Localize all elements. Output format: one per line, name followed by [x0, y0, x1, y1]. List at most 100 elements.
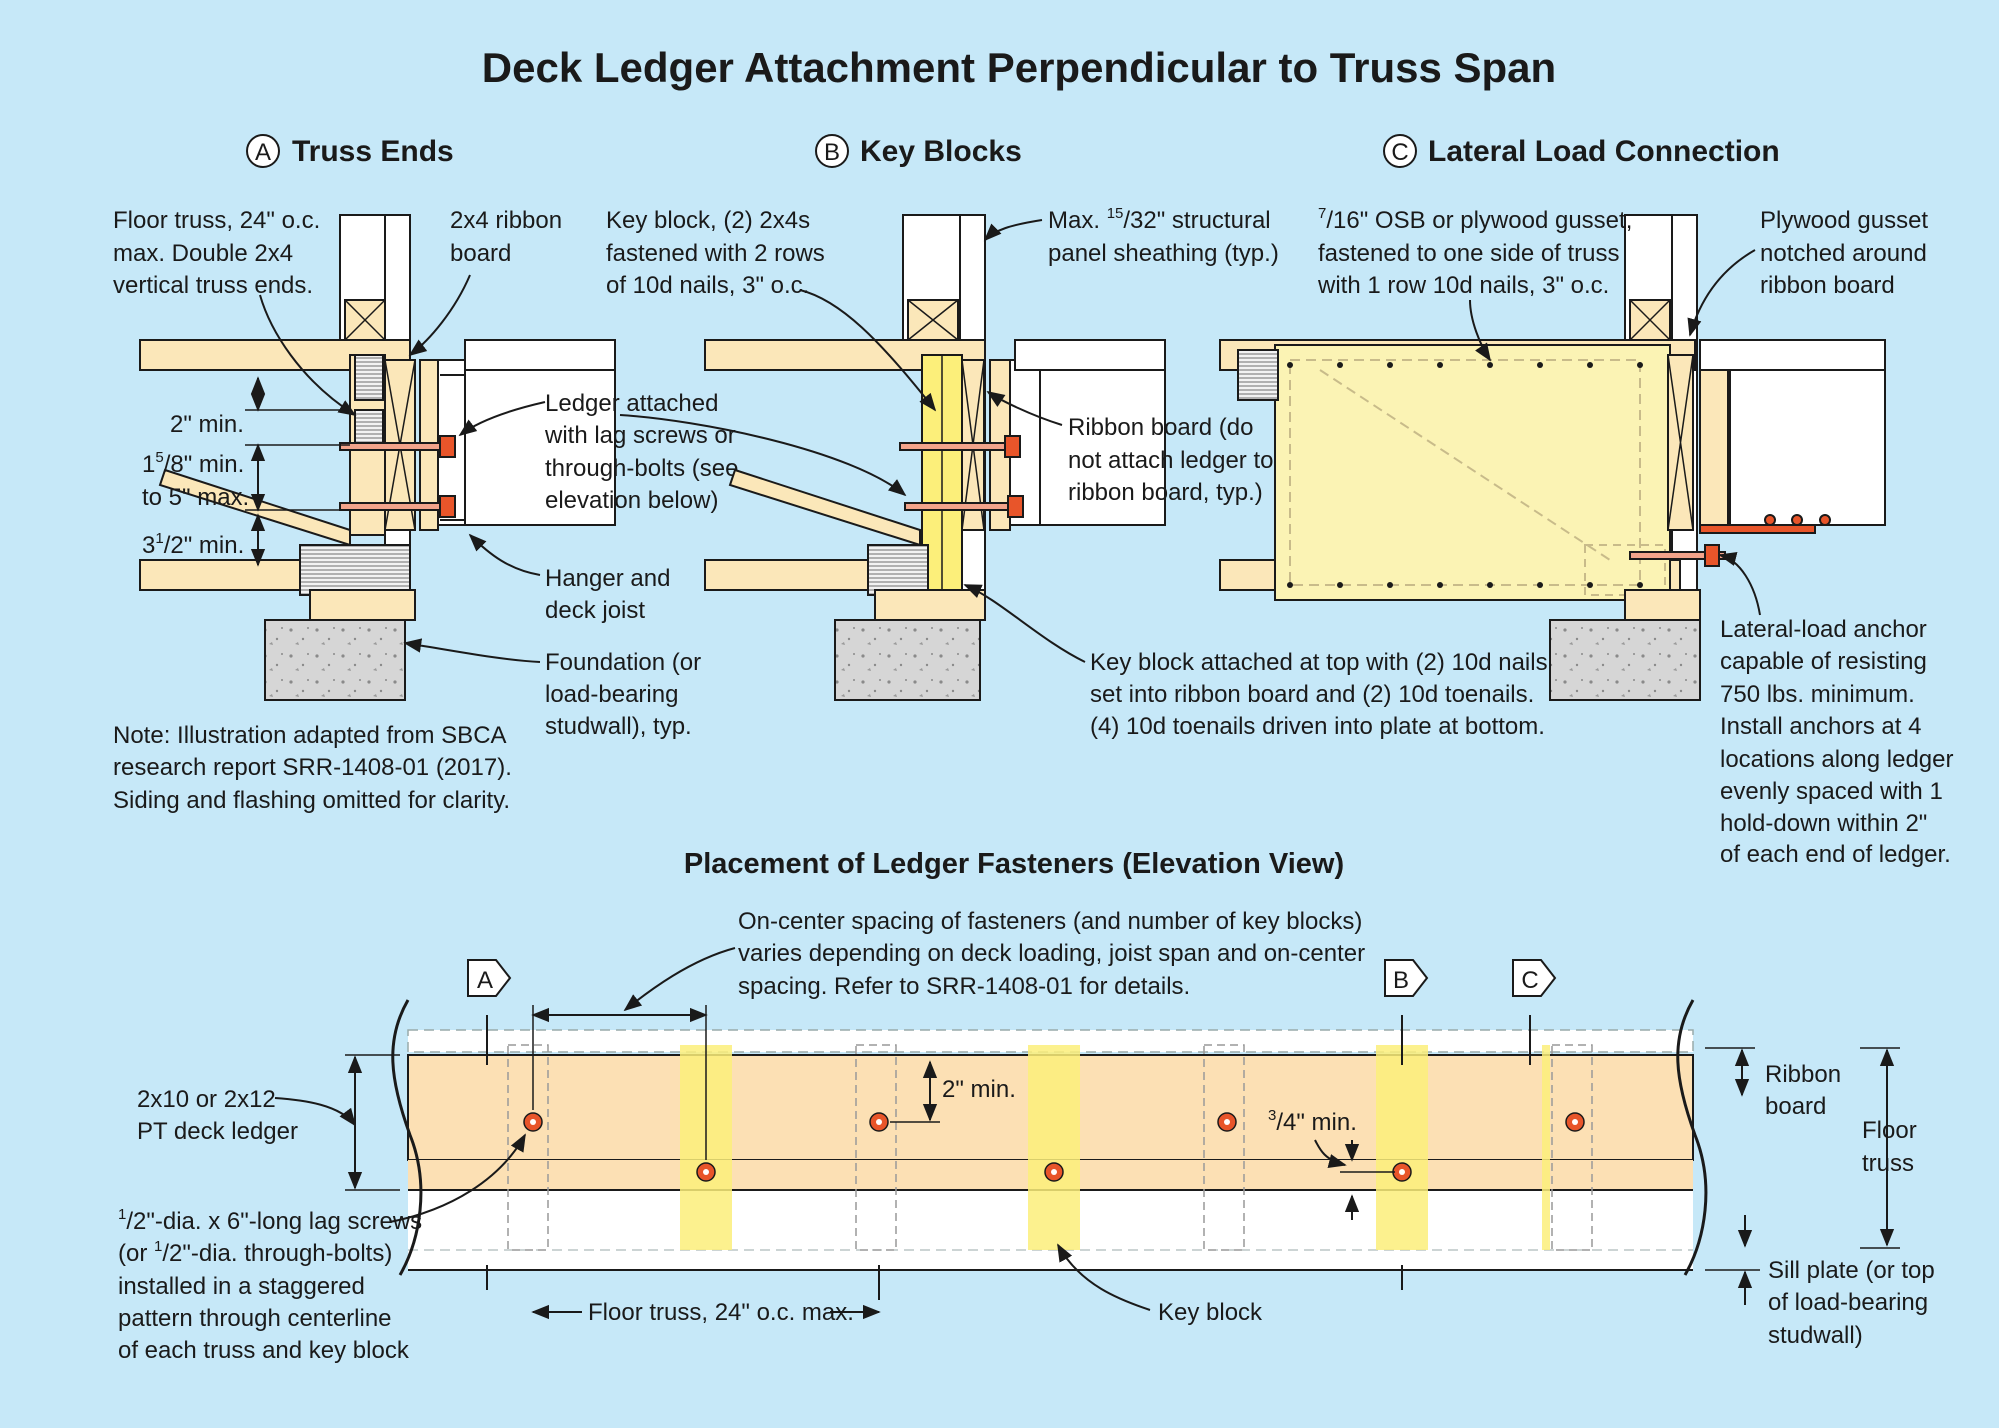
lag-screws-a	[339, 435, 456, 518]
callout-foundation-1: Foundation (or	[545, 649, 701, 676]
callout-sheathing-2: panel sheathing (typ.)	[1048, 240, 1279, 267]
spacing-note-3: spacing. Refer to SRR-1408-01 for detail…	[738, 973, 1190, 1000]
ribbon-label-2: board	[1765, 1093, 1826, 1120]
page-title: Deck Ledger Attachment Perpendicular to …	[482, 44, 1556, 91]
elevation-callouts: On-center spacing of fasteners (and numb…	[118, 908, 1935, 1364]
ribbon-label-1: Ribbon	[1765, 1061, 1841, 1088]
callout-hanger-2: deck joist	[545, 597, 645, 624]
lag-label-1: 1/2"-dia. x 6"-long lag screws	[118, 1206, 422, 1235]
foundation-c	[1549, 619, 1701, 701]
callout-anchor-1: Lateral-load anchor	[1720, 616, 1927, 643]
foundation-b	[834, 619, 981, 701]
panel-c-marker-icon	[1383, 134, 1417, 168]
spacing-note-2: varies depending on deck loading, joist …	[738, 940, 1365, 967]
panel-c-drawing	[1219, 214, 1886, 701]
elevation-marker-c-icon	[1512, 959, 1557, 997]
callout-floor-truss-3: vertical truss ends.	[113, 272, 313, 299]
note-line-1: Note: Illustration adapted from SBCA	[113, 722, 507, 749]
key-blocks-elev	[680, 1045, 1550, 1250]
callout-hanger-1: Hanger and	[545, 565, 670, 592]
note-line-2: research report SRR-1408-01 (2017).	[113, 754, 512, 781]
dim-2-min: 2" min.	[170, 411, 244, 438]
dim-5-max: to 5" max.	[142, 484, 249, 511]
callout-gusset-3: ribbon board	[1760, 272, 1895, 299]
callout-anchor-4: Install anchors at 4	[1720, 713, 1921, 740]
callout-ribbon-board-1: 2x4 ribbon	[450, 207, 562, 234]
truss-plate-a	[354, 354, 384, 401]
dim-1-5-8-min: 15/8" min.	[142, 449, 244, 478]
floor-truss-label-2: truss	[1862, 1150, 1914, 1177]
elevation-marker-a-icon	[467, 959, 512, 997]
callout-key-block-2: fastened with 2 rows	[606, 240, 825, 267]
callout-ledger-3: through-bolts (see	[545, 455, 738, 482]
elevation-title: Placement of Ledger Fasteners (Elevation…	[684, 848, 1344, 880]
panel-a-letter: A	[255, 139, 271, 166]
callout-anchor-5: locations along ledger	[1720, 746, 1954, 773]
sill-label-3: studwall)	[1768, 1322, 1863, 1349]
sill-label-1: Sill plate (or top	[1768, 1257, 1935, 1284]
elevation-marker-c: C	[1521, 967, 1538, 994]
callout-osb-2: fastened to one side of truss	[1318, 240, 1620, 267]
panel-b-letter: B	[824, 139, 840, 166]
foundation-a	[264, 619, 406, 701]
gusset-nails-c	[1287, 362, 1643, 588]
panel-a-heading: A Truss Ends	[246, 134, 454, 168]
callout-anchor-3: 750 lbs. minimum.	[1720, 681, 1915, 708]
panel-c-heading: C Lateral Load Connection	[1383, 134, 1780, 168]
callout-ledger-4: elevation below)	[545, 487, 718, 514]
callout-ribbon-b-2: not attach ledger to	[1068, 447, 1273, 474]
lag-label-5: of each truss and key block	[118, 1337, 410, 1364]
callout-gusset-2: notched around	[1760, 240, 1927, 267]
plywood-gusset-c	[1274, 344, 1671, 601]
dim-3-1-2-min: 31/2" min.	[142, 530, 244, 559]
callout-ribbon-b-1: Ribbon board (do	[1068, 414, 1253, 441]
sill-label-2: of load-bearing	[1768, 1289, 1928, 1316]
callout-key-attached-3: (4) 10d toenails driven into plate at bo…	[1090, 713, 1545, 740]
elevation-markers: A B C	[467, 959, 1557, 997]
lag-label-3: installed in a staggered	[118, 1273, 365, 1300]
elevation-drawing	[391, 999, 1708, 1300]
panel-b-callouts: Key block, (2) 2x4s fastened with 2 rows…	[606, 205, 1548, 740]
callout-anchor-8: of each end of ledger.	[1720, 841, 1951, 868]
floor-truss-spacing-label: Floor truss, 24" o.c. max.	[588, 1299, 854, 1326]
panel-b-marker-icon	[815, 134, 849, 168]
lag-screws-b	[899, 435, 1024, 518]
callout-osb-3: with 1 row 10d nails, 3" o.c.	[1317, 272, 1609, 299]
ledger-label-2: PT deck ledger	[137, 1118, 298, 1145]
elev-dim-2-min: 2" min.	[942, 1076, 1016, 1103]
callout-anchor-6: evenly spaced with 1	[1720, 778, 1943, 805]
panel-c-letter: C	[1391, 139, 1408, 166]
callout-key-attached-2: set into ribbon board and (2) 10d toenai…	[1090, 681, 1534, 708]
lag-label-2: (or 1/2"-dia. through-bolts)	[118, 1238, 392, 1267]
callout-anchor-2: capable of resisting	[1720, 648, 1927, 675]
callout-floor-truss-1: Floor truss, 24" o.c.	[113, 207, 320, 234]
panel-b-title: Key Blocks	[860, 135, 1022, 168]
panel-a-drawing	[139, 214, 616, 701]
callout-key-block-1: Key block, (2) 2x4s	[606, 207, 810, 234]
callout-key-attached-1: Key block attached at top with (2) 10d n…	[1090, 649, 1548, 676]
callout-sheathing-1: Max. 15/32" structural	[1048, 205, 1271, 234]
callout-anchor-7: hold-down within 2"	[1720, 810, 1927, 837]
panel-a-marker-icon	[246, 134, 280, 168]
spacing-note-1: On-center spacing of fasteners (and numb…	[738, 908, 1362, 935]
callout-ribbon-board-2: board	[450, 240, 511, 267]
key-block-label: Key block	[1158, 1299, 1263, 1326]
callout-foundation-2: load-bearing	[545, 681, 678, 708]
panel-a-callouts: Floor truss, 24" o.c. max. Double 2x4 ve…	[113, 207, 907, 814]
elevation-marker-b-icon	[1384, 959, 1429, 997]
callout-gusset-1: Plywood gusset	[1760, 207, 1928, 234]
callout-ribbon-b-3: ribbon board, typ.)	[1068, 479, 1263, 506]
truss-gusset-plate-a	[299, 544, 411, 596]
elev-dim-3-4-min: 3/4" min.	[1268, 1107, 1357, 1136]
callout-key-block-3: of 10d nails, 3" o.c.	[606, 272, 809, 299]
callout-osb-1: 7/16" OSB or plywood gusset,	[1318, 205, 1632, 234]
lag-label-4: pattern through centerline	[118, 1305, 392, 1332]
floor-truss-label-1: Floor	[1862, 1117, 1917, 1144]
note-line-3: Siding and flashing omitted for clarity.	[113, 787, 510, 814]
panel-c-callouts: 7/16" OSB or plywood gusset, fastened to…	[1317, 205, 1954, 868]
panel-c-title: Lateral Load Connection	[1428, 135, 1780, 168]
panel-a-title: Truss Ends	[292, 135, 454, 168]
sill-plate-a	[309, 589, 416, 621]
